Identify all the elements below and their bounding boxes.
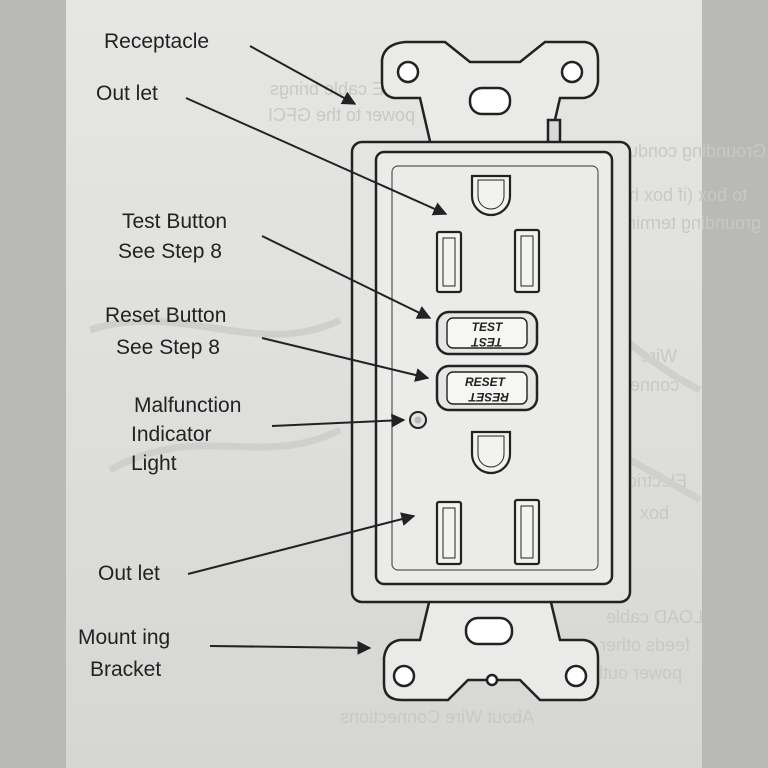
label-indicator-1: Malfunction xyxy=(134,394,242,417)
test-button: TEST TEST xyxy=(435,310,539,356)
hot-slot xyxy=(513,228,541,294)
label-test-button: Test Button xyxy=(122,210,228,233)
arrow-indicator xyxy=(271,413,406,428)
reset-label: RESET xyxy=(465,375,507,389)
arrow-test-button xyxy=(261,235,432,319)
top-strap xyxy=(380,40,600,152)
reset-button: RESET RESET xyxy=(435,364,539,412)
arrow-outlet-top xyxy=(185,97,448,216)
label-outlet-top: Out let xyxy=(96,82,158,105)
label-receptacle: Receptacle xyxy=(104,30,210,53)
arrow-receptacle xyxy=(249,45,357,105)
bottom-outlet xyxy=(435,430,541,566)
label-indicator-2: Indicator xyxy=(131,423,212,446)
reset-label-inverted: RESET xyxy=(467,390,509,404)
label-outlet-bottom: Out let xyxy=(98,562,160,585)
arrow-reset-button xyxy=(261,337,430,382)
top-outlet xyxy=(435,174,541,294)
label-bracket-1: Mount ing xyxy=(78,626,171,649)
neutral-slot xyxy=(435,500,463,566)
label-reset-step: See Step 8 xyxy=(116,336,220,359)
arrow-outlet-bottom xyxy=(187,512,416,575)
callout-arrows xyxy=(185,45,448,655)
indicator-light xyxy=(409,411,427,429)
label-reset-button: Reset Button xyxy=(105,304,227,327)
label-bracket-2: Bracket xyxy=(90,658,162,681)
hot-slot xyxy=(513,498,541,566)
test-label-inverted: TEST xyxy=(470,335,502,349)
test-label: TEST xyxy=(472,320,504,334)
bottom-strap xyxy=(382,588,600,702)
neutral-slot xyxy=(435,230,463,294)
label-indicator-3: Light xyxy=(131,452,177,475)
label-test-step: See Step 8 xyxy=(118,240,222,263)
arrow-bracket xyxy=(209,640,372,655)
